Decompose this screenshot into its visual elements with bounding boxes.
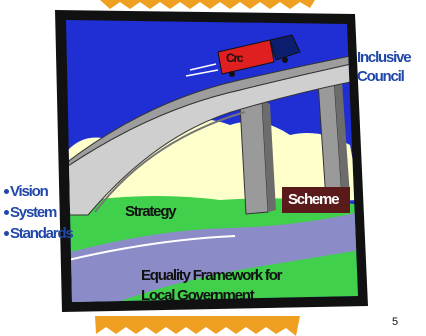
bullet-icon — [4, 189, 9, 194]
bullet-icon — [4, 210, 9, 215]
page-number: 5 — [392, 316, 398, 328]
list-item: Standards — [4, 223, 73, 244]
goals-list: Vision System Standards — [4, 181, 73, 244]
inclusive-council-label: Inclusive Council — [357, 48, 410, 86]
framework-line: Equality Framework for — [141, 266, 281, 286]
council-line: Inclusive — [357, 48, 410, 67]
list-item: Vision — [4, 181, 73, 202]
scheme-label: Scheme — [288, 192, 338, 207]
truck-wheel — [229, 71, 235, 77]
framework-line: Local Government — [141, 286, 281, 306]
truck-wheel — [282, 57, 288, 63]
council-line: Council — [357, 67, 410, 86]
bullet-icon — [4, 231, 9, 236]
truck-label: Crc — [226, 52, 242, 64]
list-item: System — [4, 202, 73, 223]
strategy-label: Strategy — [125, 204, 175, 219]
framework-label: Equality Framework for Local Government — [141, 266, 281, 306]
